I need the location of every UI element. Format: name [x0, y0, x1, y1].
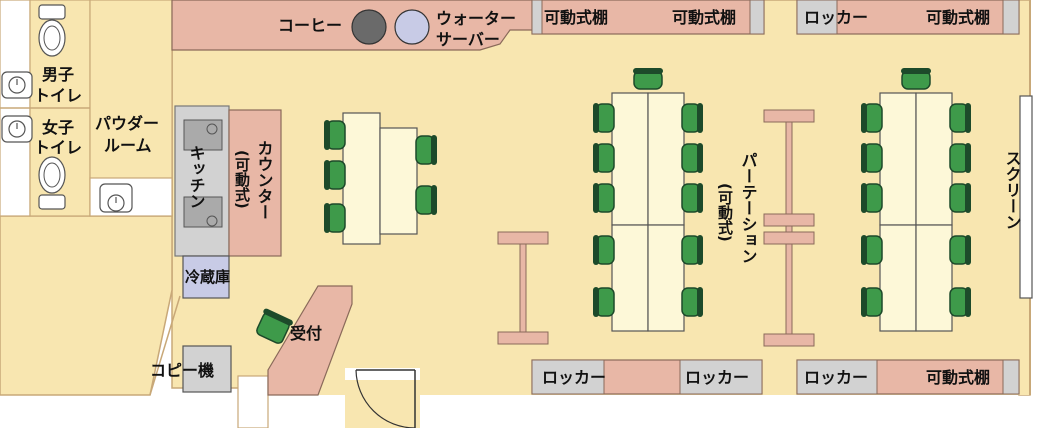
locker-bottom-1-label: ロッカー [542, 368, 606, 387]
chair-icon [324, 120, 346, 150]
powder-room-label-1: パウダー [95, 114, 159, 133]
projection-screen: スクリーン [1003, 95, 1033, 299]
chair-icon [861, 183, 883, 213]
chair-icon [861, 143, 883, 173]
copier: コピー機 [150, 345, 232, 393]
partition-label-1: パーテーション [739, 152, 758, 264]
chair-icon [415, 135, 437, 165]
chair-icon [324, 160, 346, 190]
chair-icon [949, 103, 971, 133]
desk-block-right [879, 92, 953, 332]
water-server-label-2: サーバー [436, 30, 500, 49]
womens-toilet-label-1: 女子 [42, 118, 74, 137]
fridge: 冷蔵庫 [182, 255, 230, 299]
chair-icon [901, 68, 931, 90]
chair-icon [681, 287, 703, 317]
copier-label: コピー機 [150, 361, 214, 380]
water-server-icon [394, 9, 430, 45]
toilet-block: 男子 トイレ 女子 トイレ [0, 0, 91, 217]
locker-bottom-2-label: ロッカー [685, 368, 749, 387]
chair-icon [681, 235, 703, 265]
mens-urinal-icon [1, 71, 33, 99]
chair-icon [861, 103, 883, 133]
chair-icon [593, 143, 615, 173]
womens-sink-icon [1, 115, 33, 143]
meeting-table-small [342, 112, 418, 245]
counter-label-1: カウンター [255, 140, 274, 220]
womens-toilet-label-2: トイレ [34, 138, 82, 157]
reception-label: 受付 [290, 324, 322, 343]
mens-toilet-label-2: トイレ [34, 86, 82, 105]
coffee-machine-icon [351, 9, 387, 45]
shelf-bottom-right-label: 可動式棚 [926, 368, 990, 387]
chair-icon [633, 68, 663, 90]
partition-label-2: (可動式) [716, 183, 734, 242]
mens-toilet-icon [38, 4, 66, 57]
chair-icon [861, 235, 883, 265]
fridge-label: 冷蔵庫 [185, 268, 230, 286]
movable-counter: カウンター (可動式) [228, 109, 282, 257]
chair-icon [593, 235, 615, 265]
powder-room-label-2: ルーム [104, 136, 152, 155]
shelf-top-right-label: 可動式棚 [926, 8, 990, 27]
partition-stands: パーテーション (可動式) [497, 109, 815, 347]
screen-label: スクリーン [1003, 150, 1022, 230]
shelf-top-1-label: 可動式棚 [544, 8, 608, 27]
counter-label-2: (可動式) [233, 150, 251, 209]
locker-top-right-label: ロッカー [804, 8, 868, 27]
chairs-small-table [324, 120, 437, 233]
bottom-storage: ロッカー ロッカー ロッカー 可動式棚 [531, 359, 1020, 395]
chair-icon [949, 287, 971, 317]
womens-toilet-icon [38, 156, 66, 210]
shelf-top-2-label: 可動式棚 [672, 8, 736, 27]
reception: 受付 [256, 285, 353, 396]
chair-icon [681, 103, 703, 133]
kitchen-label: キッチン [187, 145, 206, 209]
top-storage: 可動式棚 可動式棚 ロッカー 可動式棚 [531, 0, 1020, 35]
powder-room-sink-icon [99, 183, 133, 213]
powder-room: パウダー ルーム [89, 0, 173, 217]
chair-icon [681, 143, 703, 173]
chair-icon [593, 287, 615, 317]
coffee-label: コーヒー [278, 16, 342, 35]
chair-icon [949, 183, 971, 213]
mens-toilet-label-1: 男子 [42, 65, 74, 84]
beverage-counter: コーヒー ウォーター サーバー [171, 0, 541, 51]
water-server-label-1: ウォーター [436, 9, 516, 28]
chair-icon [415, 185, 437, 215]
chair-icon [681, 183, 703, 213]
kitchen: キッチン [174, 105, 230, 257]
chair-icon [593, 183, 615, 213]
locker-bottom-3-label: ロッカー [804, 368, 868, 387]
chair-icon [324, 203, 346, 233]
chairs-large-desks [593, 68, 971, 317]
reception-chair-icon [256, 308, 293, 344]
chair-icon [593, 103, 615, 133]
desk-block-center [611, 92, 685, 332]
chair-icon [861, 287, 883, 317]
entrance-door [345, 368, 420, 428]
chair-icon [949, 143, 971, 173]
chair-icon [949, 235, 971, 265]
